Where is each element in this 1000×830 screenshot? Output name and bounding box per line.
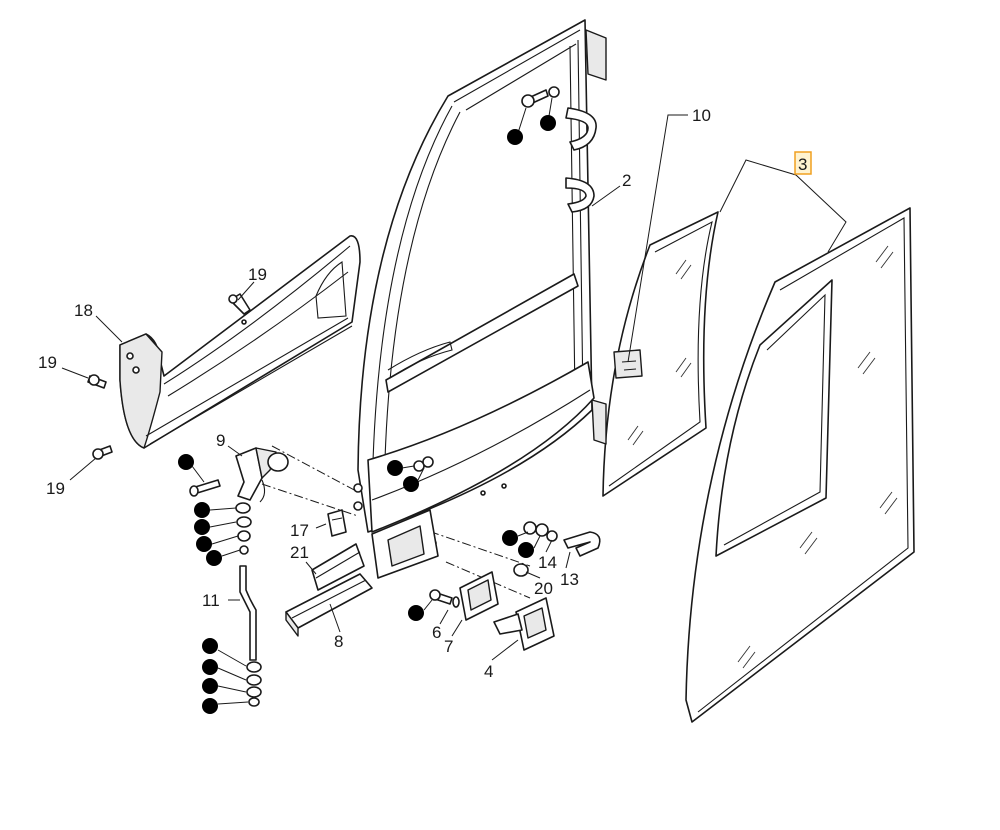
callout-2[interactable]: 2 bbox=[622, 171, 631, 190]
clip-17[interactable] bbox=[327, 509, 347, 537]
handle-housing bbox=[371, 509, 439, 579]
callout-19-top[interactable]: 19 bbox=[248, 265, 267, 284]
callout-11[interactable]: 11 bbox=[202, 591, 220, 610]
callout-21[interactable]: 21 bbox=[290, 543, 309, 562]
callout-9[interactable]: 9 bbox=[216, 431, 225, 450]
striker-nuts-14 bbox=[502, 521, 558, 558]
bolt-6 bbox=[408, 589, 460, 621]
latch-rod[interactable] bbox=[239, 565, 257, 661]
door-trim-panel[interactable] bbox=[119, 235, 361, 449]
handle-bezel-7[interactable] bbox=[459, 571, 499, 621]
callout-13[interactable]: 13 bbox=[560, 570, 579, 589]
callout-17[interactable]: 17 bbox=[290, 521, 309, 540]
latch-bracket[interactable] bbox=[235, 447, 289, 503]
callout-4[interactable]: 4 bbox=[484, 662, 493, 681]
callout-19-bottom[interactable]: 19 bbox=[46, 479, 65, 498]
lower-hinge bbox=[591, 399, 607, 445]
callout-18[interactable]: 18 bbox=[74, 301, 93, 320]
callout-7[interactable]: 7 bbox=[444, 637, 453, 656]
striker-13[interactable] bbox=[563, 531, 601, 557]
door-frame[interactable] bbox=[357, 19, 607, 546]
callout-leaders bbox=[61, 114, 847, 661]
callout-6[interactable]: 6 bbox=[432, 623, 441, 642]
callout-labels: 10 3 2 19 18 19 19 9 17 21 11 8 14 13 20… bbox=[38, 106, 812, 681]
callout-20[interactable]: 20 bbox=[534, 579, 553, 598]
upper-hinge bbox=[585, 29, 607, 81]
glass-hinge-block bbox=[613, 349, 643, 379]
callout-14[interactable]: 14 bbox=[538, 553, 557, 572]
door-handle-4[interactable] bbox=[493, 597, 555, 651]
screw-19-top bbox=[228, 293, 251, 315]
callout-3[interactable]: 3 bbox=[798, 155, 807, 174]
callout-8[interactable]: 8 bbox=[334, 632, 343, 651]
callout-10[interactable]: 10 bbox=[692, 106, 711, 125]
seal-strip-21[interactable] bbox=[311, 543, 365, 591]
latch-bolt bbox=[178, 454, 221, 497]
screw-19-left bbox=[87, 374, 107, 389]
callout-19-left[interactable]: 19 bbox=[38, 353, 57, 372]
lower-washer-stack bbox=[202, 638, 262, 714]
lower-bar-8[interactable] bbox=[285, 573, 373, 637]
screw-19-bottom bbox=[92, 445, 113, 460]
o-ring-20 bbox=[513, 563, 529, 577]
frame-nuts bbox=[353, 456, 434, 511]
glass-reflection-marks bbox=[737, 245, 898, 669]
narrow-glass-pane[interactable] bbox=[602, 211, 719, 497]
frame-bolt bbox=[507, 86, 560, 145]
main-glass-pane[interactable] bbox=[685, 207, 915, 723]
callout-3-highlight bbox=[795, 152, 811, 174]
upper-washer-stack bbox=[194, 502, 252, 566]
